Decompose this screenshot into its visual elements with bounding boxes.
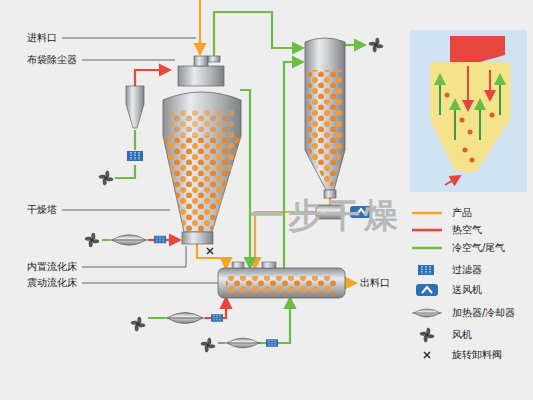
legend-text: 热空气 (452, 224, 482, 236)
watermark: 一步干燥 (250, 196, 402, 234)
outlet-label: 出料口 (360, 277, 390, 289)
legend-text: 旋转卸料阀 (452, 349, 502, 361)
legend-text: 加热器/冷却器 (452, 307, 515, 319)
part-name: 震动流化床 (27, 277, 77, 289)
part-name: 布袋除尘器 (27, 54, 77, 66)
legend-text: 送风机 (452, 284, 482, 296)
legend-text: 产品 (452, 207, 472, 219)
legend-text: 风机 (452, 329, 472, 341)
inlet-label: 进料口 (27, 32, 57, 44)
part-name: 内置流化床 (27, 261, 77, 273)
part-name: 干燥塔 (27, 204, 57, 216)
legend-text: 过滤器 (452, 264, 482, 276)
legend-text: 冷空气/尾气 (452, 242, 505, 254)
